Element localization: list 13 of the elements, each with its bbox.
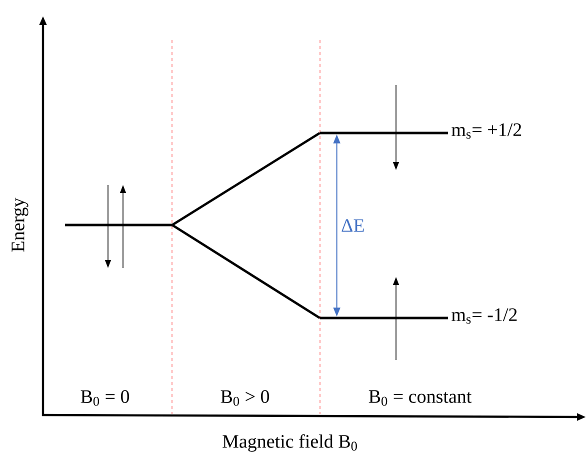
- edge-label: ΔE: [340, 218, 366, 233]
- axis-title: Magnetic field B$_{0}$: [222, 434, 357, 452]
- level-label: m$_{s}$= +1/2: [452, 123, 522, 139]
- energy-level: [65, 224, 172, 226]
- region-label: B$_{0}$ = constant: [368, 390, 472, 406]
- splitting-line: [172, 224, 320, 320]
- region-label: B$_{0}$ > 0: [220, 390, 270, 406]
- splitting-line: [172, 132, 320, 226]
- energy-level: [320, 132, 448, 134]
- level-label: m$_{s}$= -1/2: [452, 308, 517, 324]
- region-label: B$_{0}$ = 0: [80, 390, 130, 406]
- axis-title: Energy: [12, 198, 28, 252]
- energy-level: [320, 316, 448, 320]
